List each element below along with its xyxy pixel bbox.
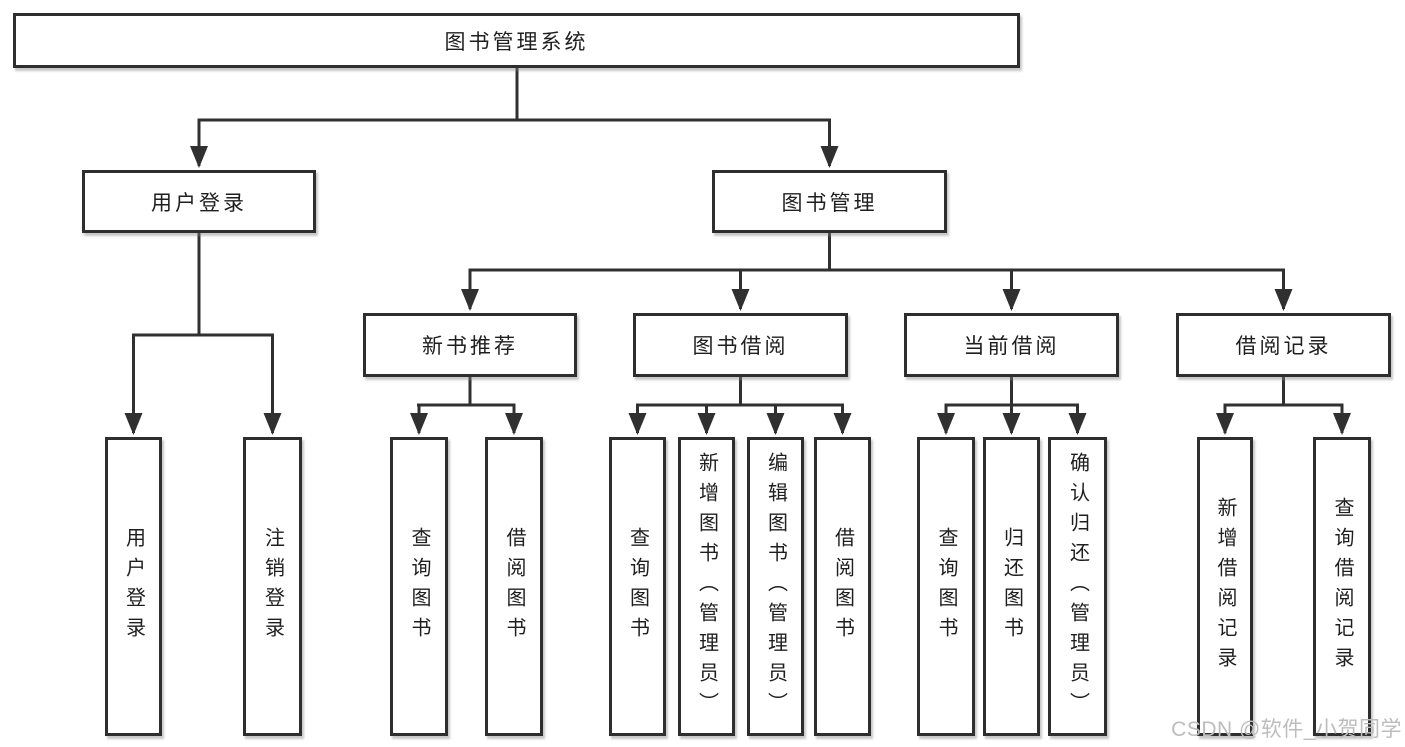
leaf-user-login: 用户登录 [105, 437, 162, 736]
leaf-query-books-current: 查询图书 [917, 437, 975, 736]
node-book-borrowing: 图书借阅 [633, 313, 848, 377]
leaf-add-borrow-record-label: 新增借阅记录 [1214, 496, 1236, 677]
leaf-user-login-label: 用户登录 [122, 526, 145, 647]
leaf-add-books-admin: 新增图书（管理员） [678, 437, 735, 736]
leaf-borrow-books: 借阅图书 [814, 437, 871, 736]
leaf-edit-books-admin: 编辑图书（管理员） [747, 437, 804, 736]
csdn-watermark: CSDN @软件_小贺同学 [1171, 718, 1402, 741]
node-current-borrowing: 当前借阅 [904, 313, 1119, 377]
leaf-query-books-current-label: 查询图书 [935, 526, 957, 647]
leaf-add-borrow-record: 新增借阅记录 [1197, 437, 1253, 736]
leaf-return-books-label: 归还图书 [1000, 526, 1023, 647]
leaf-borrow-books-recommend-label: 借阅图书 [503, 526, 525, 647]
leaf-query-borrow-record: 查询借阅记录 [1313, 437, 1371, 736]
node-book-borrowing-label: 图书借阅 [692, 335, 789, 358]
leaf-query-borrow-record-label: 查询借阅记录 [1331, 496, 1353, 677]
leaf-query-books-borrowing-label: 查询图书 [626, 526, 649, 647]
leaf-logout-label: 注销登录 [261, 526, 284, 647]
leaf-add-books-admin-label: 新增图书（管理员） [695, 451, 718, 722]
node-root-label: 图书管理系统 [444, 30, 589, 54]
leaf-logout: 注销登录 [243, 437, 302, 736]
node-user-login: 用户登录 [82, 170, 316, 233]
leaf-confirm-return-admin-label: 确认归还（管理员） [1066, 451, 1089, 722]
leaf-confirm-return-admin: 确认归还（管理员） [1048, 437, 1107, 736]
node-current-borrowing-label: 当前借阅 [963, 335, 1060, 358]
leaf-query-books-recommend: 查询图书 [390, 437, 448, 736]
leaf-edit-books-admin-label: 编辑图书（管理员） [764, 451, 787, 722]
leaf-borrow-books-recommend: 借阅图书 [485, 437, 543, 736]
node-new-book-recommend-label: 新书推荐 [422, 335, 518, 358]
leaf-query-books-recommend-label: 查询图书 [408, 526, 430, 647]
node-root-library-system: 图书管理系统 [13, 13, 1020, 68]
node-book-management: 图书管理 [712, 170, 947, 233]
leaf-borrow-books-label: 借阅图书 [831, 526, 854, 647]
leaf-return-books: 归还图书 [983, 437, 1040, 736]
leaf-query-books-borrowing: 查询图书 [609, 437, 666, 736]
node-new-book-recommend: 新书推荐 [363, 313, 577, 377]
node-user-login-label: 用户登录 [151, 191, 247, 215]
node-book-management-label: 图书管理 [781, 191, 878, 215]
node-borrow-records-label: 借阅记录 [1235, 335, 1332, 358]
node-borrow-records: 借阅记录 [1176, 313, 1391, 377]
